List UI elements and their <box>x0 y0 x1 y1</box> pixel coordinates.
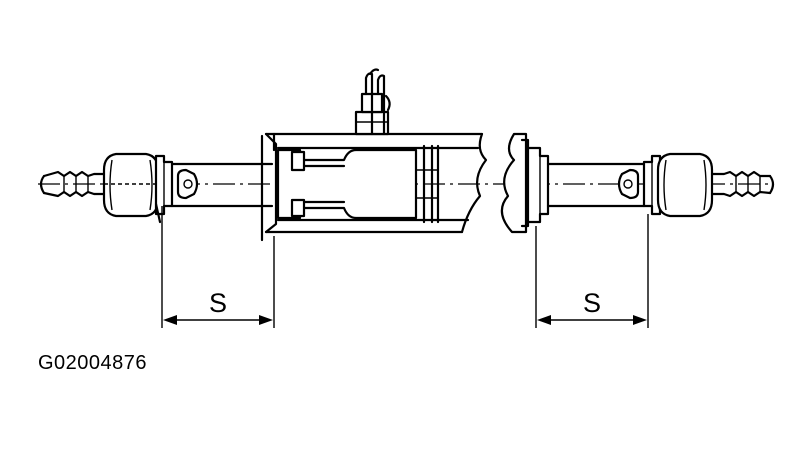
bleeder-valve-fitting <box>354 68 391 136</box>
left-threaded-stud <box>39 170 106 198</box>
right-dimension-label: S <box>583 288 601 318</box>
right-collar <box>642 154 662 216</box>
right-joint-boot <box>656 152 714 218</box>
left-dimension-label: S <box>209 288 227 318</box>
left-ball-nut <box>176 168 199 200</box>
right-shaft-section <box>500 132 646 234</box>
right-threaded-stud <box>710 170 775 198</box>
right-ball-nut <box>617 168 640 200</box>
left-shaft-tube <box>170 162 274 208</box>
left-joint-boot <box>102 152 160 218</box>
right-dimension-s: S <box>535 214 649 328</box>
left-dimension-s: S <box>161 206 275 328</box>
figure-id-label: G02004876 <box>38 352 148 374</box>
left-collar <box>154 154 174 224</box>
center-cylinder-housing <box>260 132 488 242</box>
